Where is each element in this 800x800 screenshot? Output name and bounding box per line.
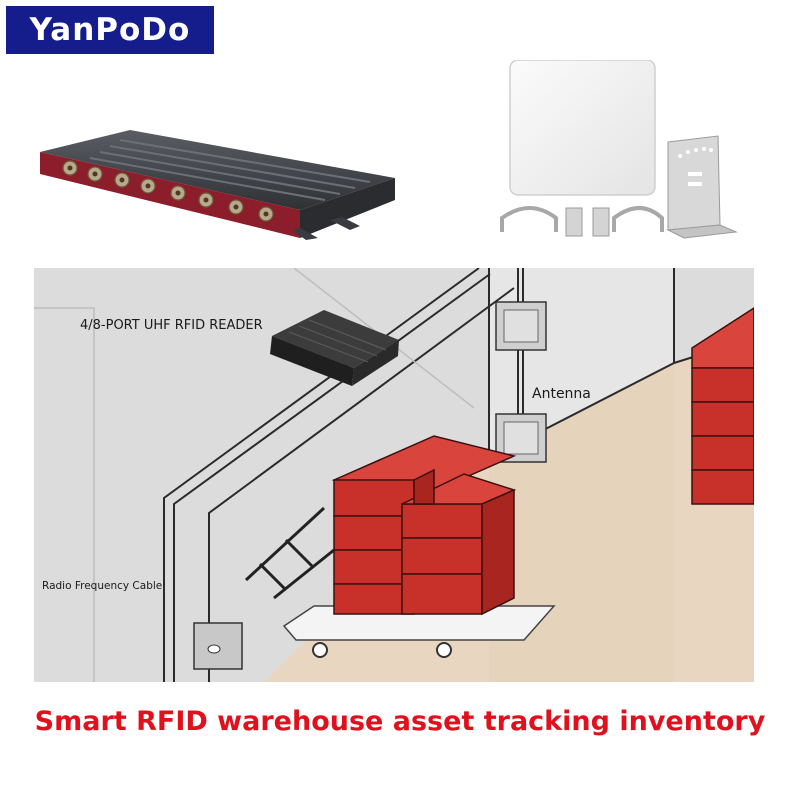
- clamp-plate-photo: [565, 207, 610, 237]
- warehouse-scene: [34, 268, 754, 682]
- cable-label: Radio Frequency Cable: [42, 580, 163, 592]
- rfid-reader-illustration: [270, 310, 399, 386]
- product-photos: [40, 60, 738, 240]
- brand-logo: YanPoDo: [6, 6, 214, 54]
- caption-title: Smart RFID warehouse asset tracking inve…: [34, 706, 766, 737]
- wall-socket-box: [193, 622, 243, 670]
- box-stack-illustration: [331, 435, 517, 616]
- panel-antenna-photo: [509, 60, 656, 196]
- u-bolt-hardware-photo: [500, 206, 664, 232]
- antenna-label: Antenna: [532, 386, 591, 402]
- right-box-stack-illustration: [691, 307, 754, 505]
- wall-antenna-lower: [495, 413, 547, 463]
- rfid-reader-photo: [40, 130, 395, 240]
- reader-label: 4/8-PORT UHF RFID READER: [80, 318, 263, 333]
- mounting-bracket-photo: [666, 135, 738, 239]
- wall-antenna-upper: [495, 301, 547, 351]
